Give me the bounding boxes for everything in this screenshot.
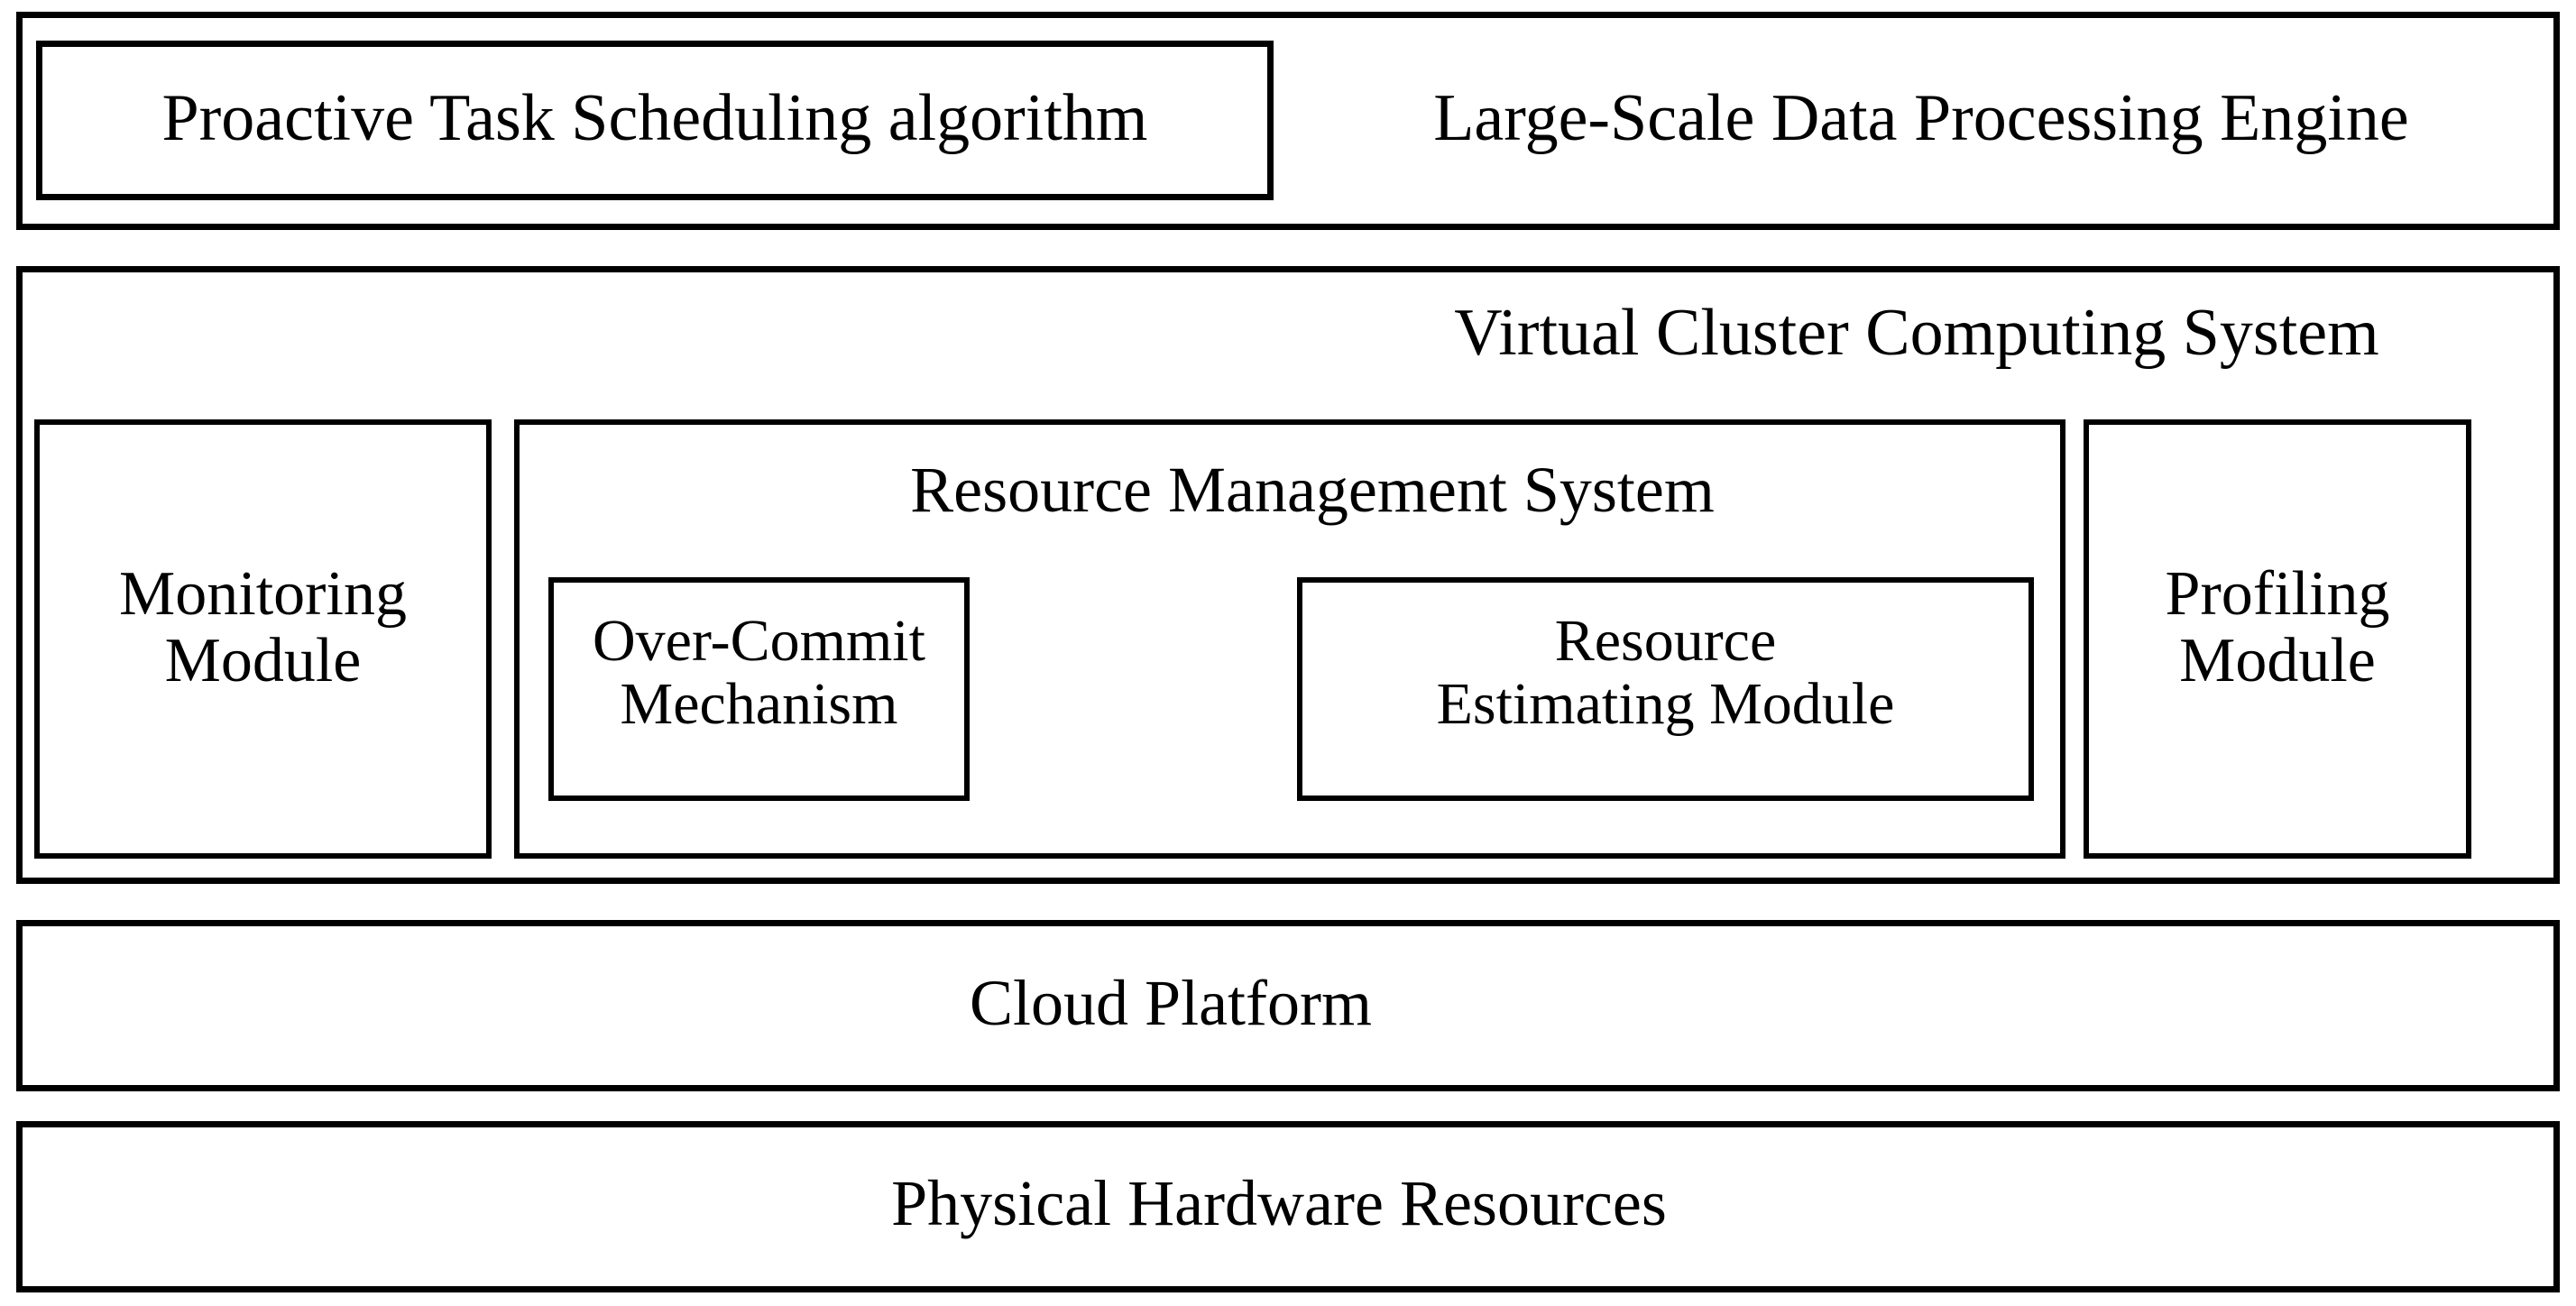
profiling-module-box — [2084, 419, 2471, 859]
monitoring-module-box — [34, 419, 492, 859]
resource-management-system-label: Resource Management System — [910, 454, 1715, 526]
cloud-platform-label: Cloud Platform — [970, 967, 1372, 1039]
physical-hardware-resources-label: Physical Hardware Resources — [891, 1167, 1667, 1239]
over-commit-mechanism-box — [548, 577, 970, 801]
physical-hardware-resources-box — [16, 1121, 2560, 1292]
proactive-task-scheduling-box — [36, 41, 1274, 200]
proactive-task-scheduling-label: Proactive Task Scheduling algorithm — [161, 81, 1148, 155]
virtual-cluster-computing-system-label: Virtual Cluster Computing System — [1454, 296, 2379, 370]
large-scale-data-processing-engine-label: Large-Scale Data Processing Engine — [1433, 81, 2409, 155]
resource-estimating-module-box — [1297, 577, 2034, 801]
cloud-platform-box — [16, 920, 2560, 1091]
